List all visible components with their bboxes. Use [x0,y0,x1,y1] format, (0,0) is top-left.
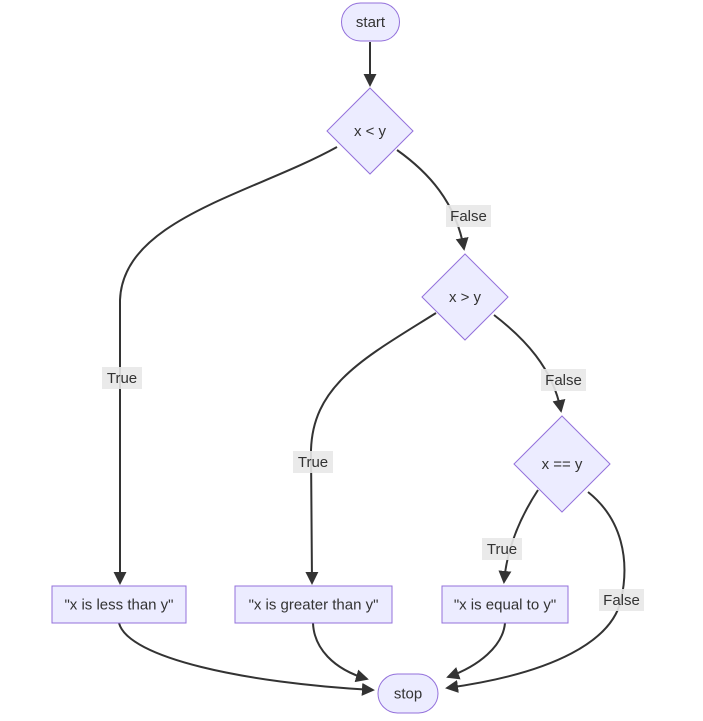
edge-label-text: False [450,208,487,225]
node-out-greater: "x is greater than y" [234,585,393,624]
edge-cond-gt-false-to-cond-eq [493,314,566,413]
node-out-greater-label: "x is greater than y" [249,597,379,614]
node-cond-x-eq-y: x == y [513,415,611,513]
edge-out-less-to-stop [118,622,375,696]
edge-label-bg [599,589,644,611]
edge-label-false-1: False [446,205,491,227]
edge-cond-lt-true-to-out-less [113,146,338,585]
edge-label-false-2: False [541,369,586,391]
node-cond-x-lt-y: x < y [326,87,414,175]
node-stop-label: stop [394,686,422,703]
node-cond-x-gt-y: x > y [421,253,509,341]
edge-cond-eq-true-to-out-equal [498,489,539,584]
edge-label-bg [482,538,522,560]
node-cond-lt-label: x < y [354,123,387,140]
node-out-less-label: "x is less than y" [64,597,173,614]
node-out-equal-label: "x is equal to y" [454,597,556,614]
edge-cond-lt-false-to-cond-gt [396,149,469,251]
node-stop: stop [377,673,439,714]
edge-label-text: True [487,541,517,558]
stop-stadium-shape [377,673,439,714]
node-out-less: "x is less than y" [51,585,187,624]
out-greater-rect-shape [234,585,393,624]
edge-out-greater-to-stop [312,622,369,683]
edge-label-true-1: True [102,367,142,389]
cond-gt-diamond-shape [421,253,509,341]
edge-label-false-3: False [599,589,644,611]
edge-label-bg [102,367,142,389]
edge-label-true-3: True [482,538,522,560]
edge-cond-gt-true-to-out-greater [305,312,437,585]
node-cond-gt-label: x > y [449,289,482,306]
edge-label-true-2: True [293,451,333,473]
cond-lt-diamond-shape [326,87,414,175]
node-start-label: start [356,14,386,31]
out-equal-rect-shape [441,585,569,624]
edge-labels: True False True False True False [102,205,644,611]
node-cond-eq-label: x == y [542,456,583,473]
edge-label-bg [293,451,333,473]
edge-label-text: False [603,592,640,609]
node-start: start [341,2,400,42]
cond-eq-diamond-shape [513,415,611,513]
edge-label-bg [541,369,586,391]
edge-label-text: False [545,372,582,389]
out-less-rect-shape [51,585,187,624]
edge-out-equal-to-stop [446,622,506,680]
edge-label-text: True [107,370,137,387]
node-out-equal: "x is equal to y" [441,585,569,624]
start-stadium-shape [341,2,400,42]
edge-label-text: True [298,454,328,471]
edge-label-bg [446,205,491,227]
